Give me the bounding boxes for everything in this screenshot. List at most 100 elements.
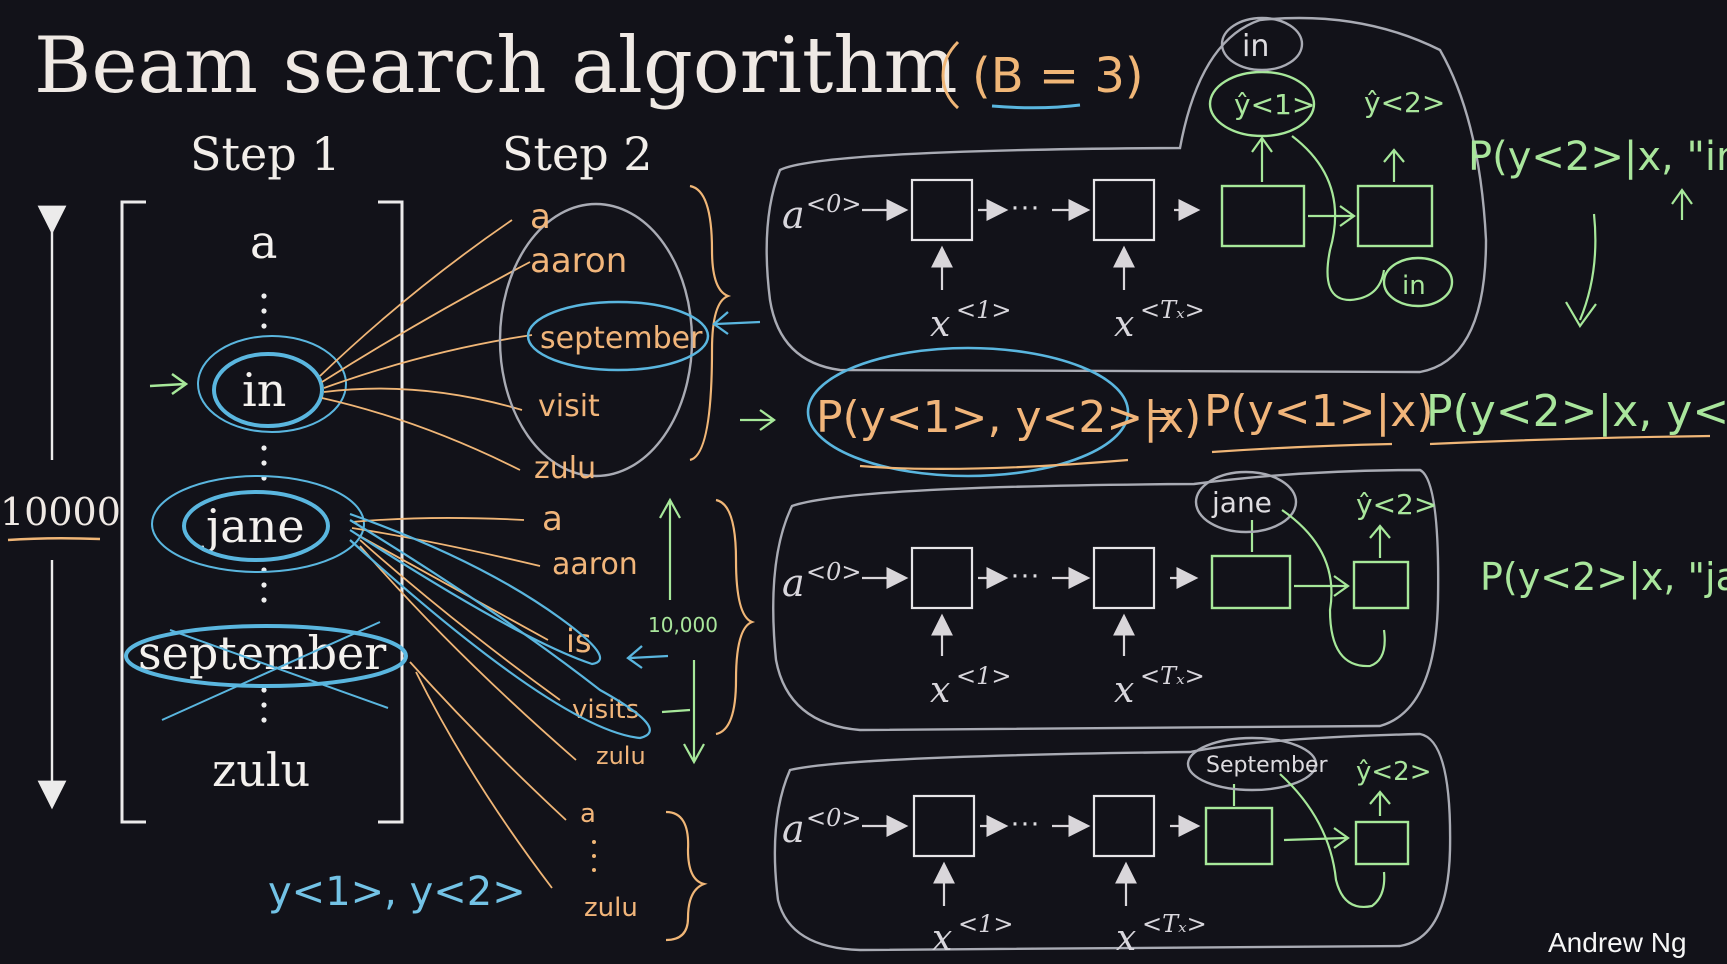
- net2-xT-sup: <Tₓ>: [1140, 662, 1205, 690]
- net1-y1-circle: [1208, 70, 1316, 138]
- step2-in-zulu: zulu: [534, 451, 596, 486]
- net3-sept-word: September: [1206, 753, 1329, 778]
- formula-p-jane: P(y<2>|x, "jane"): [1480, 555, 1727, 600]
- formula-first-term: P(y<1>|x): [1204, 386, 1434, 437]
- net1-cell-1: [910, 178, 974, 242]
- step2-sept-ellipsis: [592, 840, 596, 872]
- net1-cell-4: [1356, 184, 1434, 248]
- net2-jane-circle: [1194, 470, 1298, 534]
- step-2-label: Step 2: [502, 127, 653, 181]
- lines-from-in: [319, 219, 533, 471]
- step2-count-label: 10,000: [648, 613, 718, 637]
- net1-a0: a: [782, 193, 805, 237]
- beam-width-text: (B = 3): [972, 48, 1144, 104]
- step2-in-a: a: [530, 197, 551, 237]
- network-3-outline: [773, 732, 1452, 952]
- net3-sept-circle: [1186, 736, 1318, 792]
- net1-xT: x: [1114, 304, 1134, 345]
- net2-cell-1: [910, 546, 974, 610]
- vocab-size-arrow: 10000: [0, 205, 121, 810]
- step-1-label: Step 1: [190, 127, 341, 181]
- step2-sept-zulu: zulu: [584, 893, 638, 923]
- net2-cell-3: [1210, 554, 1292, 610]
- net2-a0: a: [782, 561, 805, 605]
- circle-in: [212, 352, 324, 428]
- step1-word-zulu: zulu: [212, 743, 310, 797]
- circle-jane-visits: [349, 519, 651, 740]
- network-2-outline: [772, 468, 1440, 732]
- step2-group-in-outline: [498, 202, 694, 478]
- net3-dots: ···: [1010, 806, 1040, 839]
- brace-in: [689, 184, 732, 462]
- credit-label: Andrew Ng: [1548, 927, 1687, 958]
- formula-equals: =: [1146, 394, 1176, 435]
- circle-september: [124, 624, 408, 688]
- net2-xT: x: [1114, 670, 1134, 711]
- net3-a0-sup: <0>: [806, 804, 862, 832]
- net1-in-circle: [1220, 16, 1304, 72]
- step2-in-september: september: [540, 321, 703, 356]
- outputs-label: y<1>, y<2>: [268, 869, 526, 915]
- joint-circle: [806, 346, 1130, 478]
- net1-y1: ŷ<1>: [1234, 88, 1315, 121]
- net3-cell-3: [1204, 806, 1274, 866]
- step2-sept-a: a: [580, 799, 596, 829]
- net2-jane-word: jane: [1211, 486, 1272, 519]
- net1-xT-sup: <Tₓ>: [1140, 296, 1205, 324]
- net1-dots: ···: [1010, 190, 1040, 223]
- arrow-in-september: [712, 311, 761, 335]
- net3-cell-1: [912, 794, 976, 858]
- beam-width-note: (B = 3): [941, 40, 1144, 110]
- net2-a0-sup: <0>: [806, 558, 862, 586]
- step1-word-in: in: [242, 363, 286, 417]
- net1-x1-sup: <1>: [956, 296, 1012, 324]
- circle-in-outer: [197, 335, 347, 433]
- step1-right-bracket: [378, 200, 404, 824]
- net3-y2: ŷ<2>: [1356, 757, 1432, 787]
- step1-ellipsis-4: [261, 687, 267, 723]
- step2-jane-aaron: aaron: [552, 547, 638, 582]
- vocab-size-label: 10000: [0, 490, 121, 534]
- lines-from-jane: [351, 517, 577, 889]
- net3-a0: a: [782, 807, 805, 851]
- step1-word-september: september: [138, 626, 386, 680]
- net2-cell-4: [1352, 560, 1410, 610]
- formula-second-term: P(y<2>|x, y<1>): [1426, 386, 1727, 437]
- net3-x1: x: [932, 918, 952, 959]
- net2-dots: ···: [1010, 558, 1040, 591]
- net1-x1: x: [930, 304, 950, 345]
- brace-sept: [665, 810, 708, 942]
- step2-jane-a: a: [542, 499, 563, 539]
- arrow-to-in: [149, 372, 189, 396]
- step2-jane-zulu: zulu: [596, 742, 646, 770]
- net3-xT: x: [1116, 918, 1136, 959]
- net2-cell-2: [1092, 546, 1156, 610]
- step1-word-jane: jane: [201, 499, 305, 553]
- step2-in-visit: visit: [538, 389, 600, 424]
- step2-jane-visits: visits: [572, 695, 639, 725]
- net2-x1-sup: <1>: [956, 662, 1012, 690]
- net2-x1: x: [930, 670, 950, 711]
- net3-xT-sup: <Tₓ>: [1142, 910, 1207, 938]
- net1-y2: ŷ<2>: [1364, 86, 1445, 119]
- net1-a0-sup: <0>: [806, 190, 862, 218]
- brace-jane: [715, 498, 756, 736]
- net3-x1-sup: <1>: [958, 910, 1014, 938]
- net3-cell-4: [1354, 820, 1410, 866]
- arrow-jane-is: [626, 645, 669, 669]
- circle-jane: [182, 490, 330, 562]
- circle-jane-outer: [151, 475, 365, 573]
- net1-cell-2: [1092, 178, 1156, 242]
- step2-in-aaron: aaron: [530, 241, 627, 281]
- step2-count-arrow: 10,000: [648, 497, 718, 765]
- slide-title: Beam search algorithm: [34, 21, 958, 111]
- circle-jane-is: [349, 512, 602, 666]
- net1-input-word: in: [1402, 271, 1426, 301]
- net1-input-circle: [1382, 256, 1454, 308]
- step1-ellipsis-1: [261, 293, 267, 329]
- formula-joint: P(y<1>, y<2>|x): [816, 392, 1201, 443]
- step1-left-bracket: [120, 200, 146, 824]
- net1-cell-3: [1220, 184, 1306, 248]
